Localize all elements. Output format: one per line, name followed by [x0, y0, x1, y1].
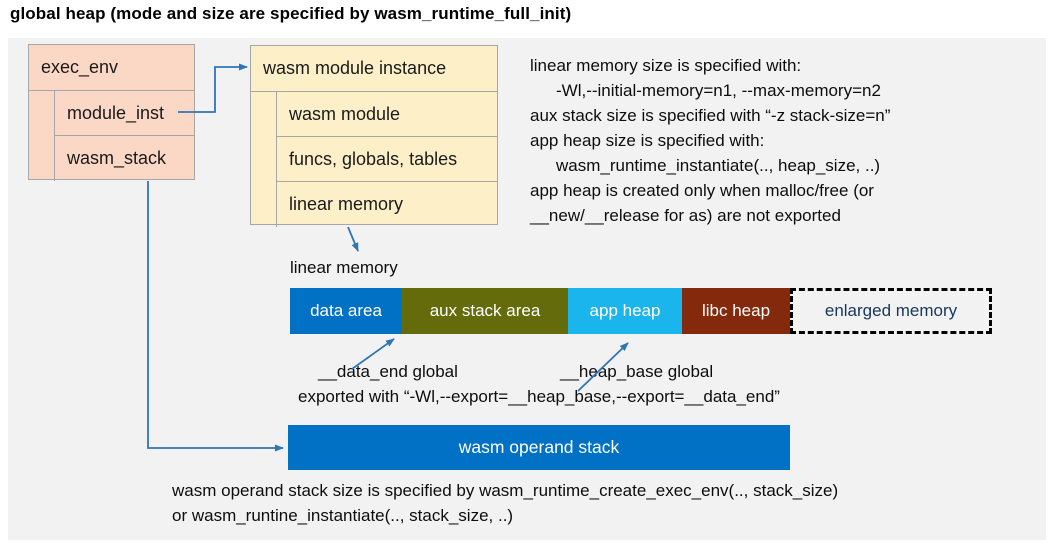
note-line: wasm_runtime_instantiate(.., heap_size, …: [556, 156, 881, 175]
exec-env-field-module-inst: module_inst: [54, 91, 194, 136]
heap-base-global-label: __heap_base global: [560, 362, 714, 381]
diagram-title: global heap (mode and size are specified…: [10, 4, 572, 23]
note-line: __new/__release for as) are not exported: [530, 206, 841, 225]
exec-env-header: exec_env: [29, 45, 194, 91]
linear-memory-label: linear memory: [290, 258, 398, 277]
module-instance-header: wasm module instance: [251, 46, 497, 92]
exec-env-box: exec_env module_inst wasm_stack: [28, 44, 195, 181]
note-line: aux stack size is specified with “-z sta…: [530, 106, 891, 125]
segment-app-heap: app heap: [568, 288, 682, 334]
module-instance-field-linear-memory: linear memory: [276, 182, 497, 227]
exec-env-body: module_inst wasm_stack: [54, 91, 194, 181]
note-line: app heap is created only when malloc/fre…: [530, 181, 874, 200]
note-line: wasm operand stack size is specified by …: [172, 481, 839, 500]
segment-enlarged-memory: enlarged memory: [790, 288, 992, 334]
module-instance-body: wasm module funcs, globals, tables linea…: [276, 92, 497, 227]
note-line: linear memory size is specified with:: [530, 56, 802, 75]
segment-libc-heap: libc heap: [682, 288, 790, 334]
operand-stack-notes: wasm operand stack size is specified by …: [172, 478, 838, 528]
note-line: app heap size is specified with:: [530, 131, 765, 150]
export-flags-note: exported with “-Wl,--export=__heap_base,…: [298, 387, 780, 406]
segment-aux-stack-area: aux stack area: [402, 288, 568, 334]
exec-env-field-wasm-stack: wasm_stack: [54, 136, 194, 181]
module-instance-field-funcs-globals-tables: funcs, globals, tables: [276, 137, 497, 182]
linear-memory-bar: data area aux stack area app heap libc h…: [290, 288, 992, 334]
memory-size-notes: linear memory size is specified with: -W…: [530, 53, 890, 228]
module-instance-field-wasm-module: wasm module: [276, 92, 497, 137]
note-line: -Wl,--initial-memory=n1, --max-memory=n2: [556, 81, 881, 100]
module-instance-box: wasm module instance wasm module funcs, …: [250, 45, 498, 227]
segment-data-area: data area: [290, 288, 402, 334]
data-end-global-label: __data_end global: [318, 362, 458, 381]
note-line: or wasm_runtine_instantiate(.., stack_si…: [172, 506, 514, 525]
wasm-operand-stack-bar: wasm operand stack: [288, 425, 790, 470]
